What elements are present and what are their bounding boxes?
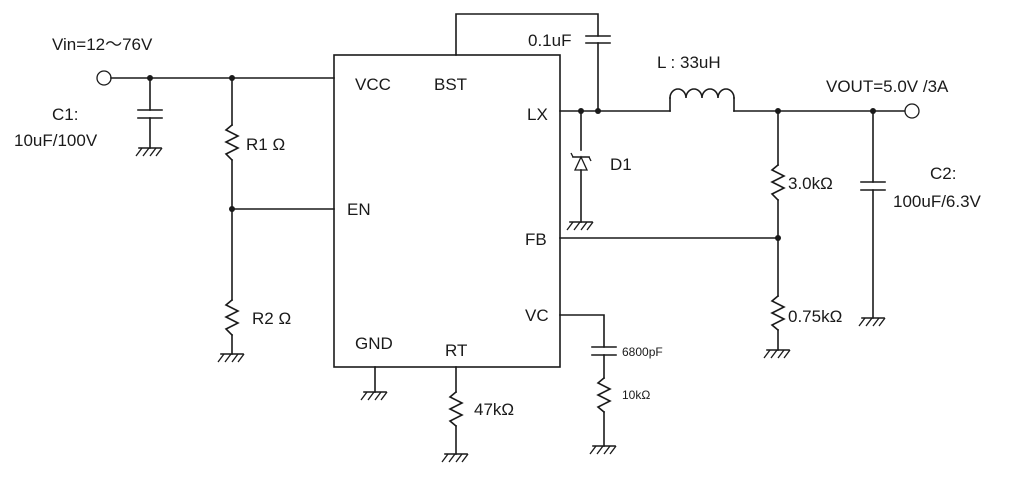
resistor-feedback-bottom xyxy=(763,294,791,359)
r-bottom-label: 0.75kΩ xyxy=(788,307,842,326)
vout-label: VOUT=5.0V /3A xyxy=(826,77,949,96)
pin-vc: VC xyxy=(525,306,549,325)
pin-lx: LX xyxy=(527,105,548,124)
capacitor-c1 xyxy=(135,77,163,157)
r1-label: R1 Ω xyxy=(246,135,285,154)
inductor-label: L : 33uH xyxy=(657,53,721,72)
diode-d1 xyxy=(566,110,594,231)
pin-fb: FB xyxy=(525,230,547,249)
resistor-r2 xyxy=(217,298,245,363)
vin-terminal xyxy=(96,70,112,86)
vin-label: Vin=12～76V xyxy=(52,35,153,54)
vc-res-label: 10kΩ xyxy=(622,388,650,402)
output-rail xyxy=(733,103,920,119)
bootstrap-capacitor xyxy=(455,13,611,112)
ic-body xyxy=(333,54,561,368)
ground-icon xyxy=(763,349,791,359)
resistor-feedback-top xyxy=(770,110,786,297)
capacitor-c2 xyxy=(858,110,886,327)
d1-label: D1 xyxy=(610,155,632,174)
ground-icon xyxy=(566,221,594,231)
pin-vcc: VCC xyxy=(355,75,391,94)
vc-cap-label: 6800pF xyxy=(622,345,663,359)
ic-ground xyxy=(360,366,388,401)
c1-value: 10uF/100V xyxy=(14,131,98,150)
c2-value: 100uF/6.3V xyxy=(893,192,982,211)
vc-compensation-network xyxy=(559,314,617,455)
r2-label: R2 Ω xyxy=(252,309,291,328)
pin-rt: RT xyxy=(445,341,467,360)
rt-res-label: 47kΩ xyxy=(474,400,514,419)
c1-name: C1: xyxy=(52,105,78,124)
r-top-label: 3.0kΩ xyxy=(788,174,833,193)
resistor-r1 xyxy=(224,77,240,301)
ground-icon xyxy=(441,453,469,463)
pin-bst: BST xyxy=(434,75,467,94)
pin-en: EN xyxy=(347,200,371,219)
pin-gnd: GND xyxy=(355,334,393,353)
ground-icon xyxy=(858,317,886,327)
ground-icon xyxy=(135,147,163,157)
inductor-l xyxy=(669,88,735,112)
ground-icon xyxy=(589,445,617,455)
vout-terminal xyxy=(904,103,920,119)
input-rail xyxy=(96,70,335,86)
resistor-rt xyxy=(441,366,469,463)
c2-name: C2: xyxy=(930,164,956,183)
bst-cap-label: 0.1uF xyxy=(528,31,571,50)
ground-icon xyxy=(217,353,245,363)
